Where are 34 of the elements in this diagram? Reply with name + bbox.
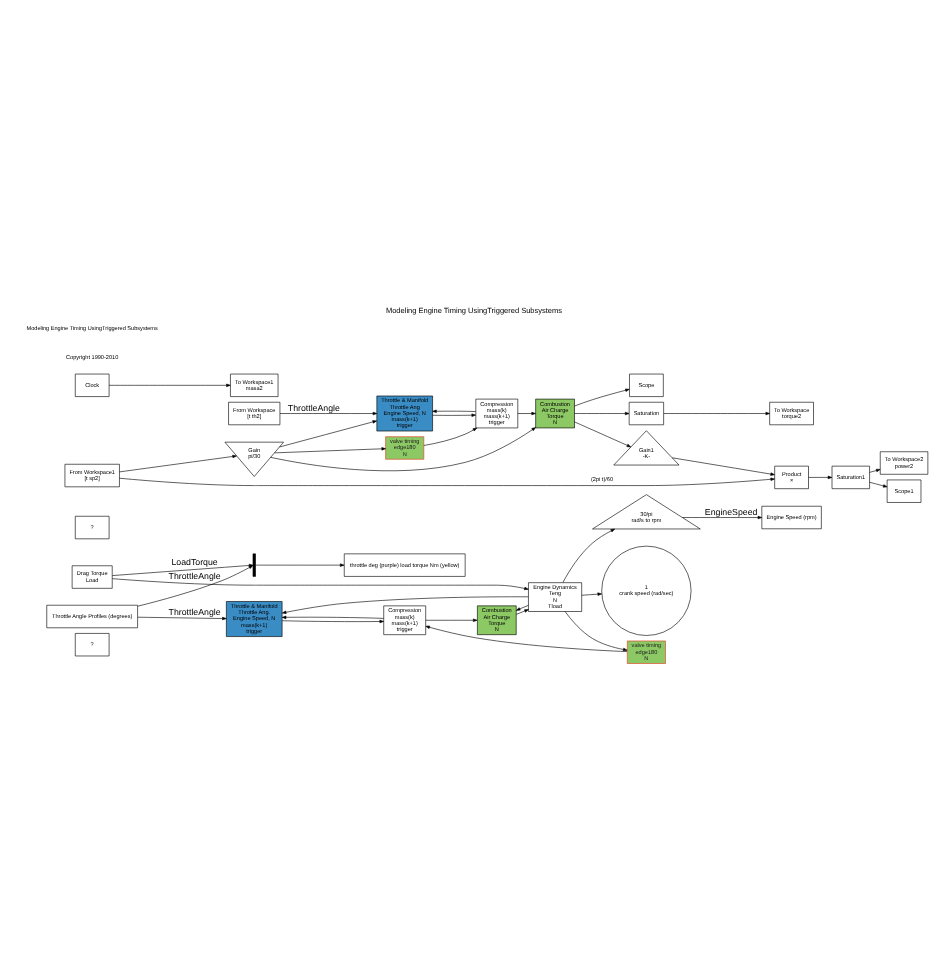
arrow [108, 383, 231, 387]
arrow [423, 427, 478, 446]
arrow [869, 468, 881, 473]
arrow [869, 481, 888, 488]
arrow [281, 615, 384, 619]
arrow [282, 596, 529, 614]
arrow [562, 528, 615, 583]
arrow [574, 388, 630, 407]
arrow [682, 515, 763, 520]
arrow [515, 605, 529, 611]
arrow [425, 618, 478, 622]
arrow [112, 578, 529, 591]
arrow [515, 609, 529, 615]
arrow [671, 457, 775, 476]
arrow [517, 411, 536, 416]
arrow [137, 616, 227, 621]
arrow [574, 411, 630, 416]
arrow [425, 625, 628, 652]
arrow [581, 592, 602, 596]
arrow [119, 454, 237, 473]
node-bar [252, 553, 256, 577]
arrow [432, 413, 476, 417]
arrow [270, 427, 536, 472]
arrow [281, 619, 384, 624]
arrow [808, 475, 833, 480]
arrow [279, 411, 378, 416]
arrow [663, 411, 770, 416]
arrow [255, 563, 345, 567]
arrow [274, 447, 386, 454]
arrow [564, 611, 628, 652]
arrow [432, 409, 476, 413]
arrow [279, 420, 377, 448]
arrow [574, 421, 632, 448]
arrow [119, 477, 775, 486]
